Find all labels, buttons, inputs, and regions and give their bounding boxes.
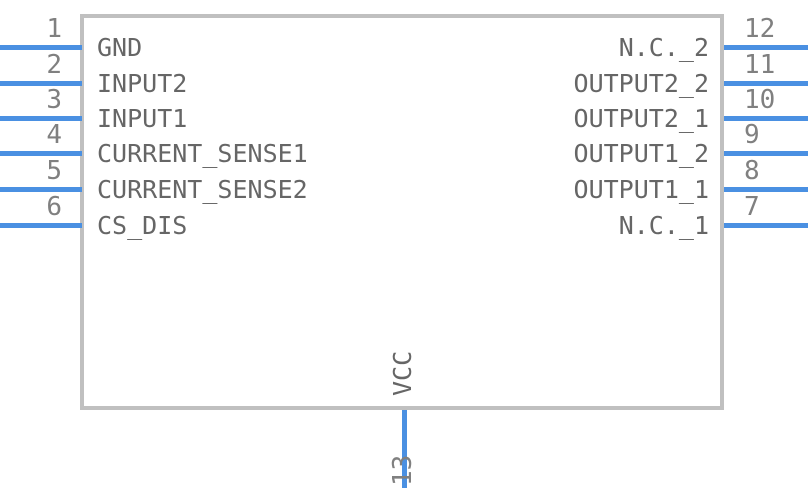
pin-name-INPUT1: INPUT1 bbox=[97, 104, 188, 133]
pin-name-CS_DIS: CS_DIS bbox=[97, 211, 188, 240]
pin-wire-11[interactable] bbox=[724, 81, 808, 86]
pin-name-N.C._2: N.C._2 bbox=[618, 33, 709, 62]
pin-number-11: 11 bbox=[744, 50, 776, 80]
pin-number-9: 9 bbox=[744, 120, 760, 150]
pin-number-8: 8 bbox=[744, 156, 760, 186]
pin-number-6: 6 bbox=[46, 192, 62, 222]
pin-number-13: 13 bbox=[388, 454, 418, 486]
pin-number-10: 10 bbox=[744, 85, 776, 115]
component-body-outline bbox=[80, 14, 724, 410]
pin-wire-10[interactable] bbox=[724, 116, 808, 121]
pin-name-OUTPUT1_1: OUTPUT1_1 bbox=[573, 175, 709, 204]
pin-wire-5[interactable] bbox=[0, 187, 82, 192]
pin-number-5: 5 bbox=[46, 156, 62, 186]
pin-wire-1[interactable] bbox=[0, 45, 82, 50]
pin-wire-4[interactable] bbox=[0, 151, 82, 156]
pin-number-4: 4 bbox=[46, 120, 62, 150]
pin-wire-13[interactable] bbox=[402, 410, 407, 488]
pin-number-1: 1 bbox=[46, 14, 62, 44]
pin-name-GND: GND bbox=[97, 33, 143, 62]
pin-number-3: 3 bbox=[46, 85, 62, 115]
pin-wire-12[interactable] bbox=[724, 45, 808, 50]
pin-name-OUTPUT2_1: OUTPUT2_1 bbox=[573, 104, 709, 133]
pin-name-VCC: VCC bbox=[388, 350, 417, 396]
pin-wire-7[interactable] bbox=[724, 223, 808, 228]
pin-name-INPUT2: INPUT2 bbox=[97, 69, 188, 98]
pin-name-CURRENT_SENSE2: CURRENT_SENSE2 bbox=[97, 175, 308, 204]
pin-name-OUTPUT2_2: OUTPUT2_2 bbox=[573, 69, 709, 98]
pin-wire-3[interactable] bbox=[0, 116, 82, 121]
pin-wire-2[interactable] bbox=[0, 81, 82, 86]
pin-name-CURRENT_SENSE1: CURRENT_SENSE1 bbox=[97, 139, 308, 168]
pin-number-2: 2 bbox=[46, 50, 62, 80]
pin-name-OUTPUT1_2: OUTPUT1_2 bbox=[573, 139, 709, 168]
pin-wire-8[interactable] bbox=[724, 187, 808, 192]
pin-number-7: 7 bbox=[744, 192, 760, 222]
pin-wire-6[interactable] bbox=[0, 223, 82, 228]
pin-number-12: 12 bbox=[744, 14, 776, 44]
pin-name-N.C._1: N.C._1 bbox=[618, 211, 709, 240]
pin-wire-9[interactable] bbox=[724, 151, 808, 156]
